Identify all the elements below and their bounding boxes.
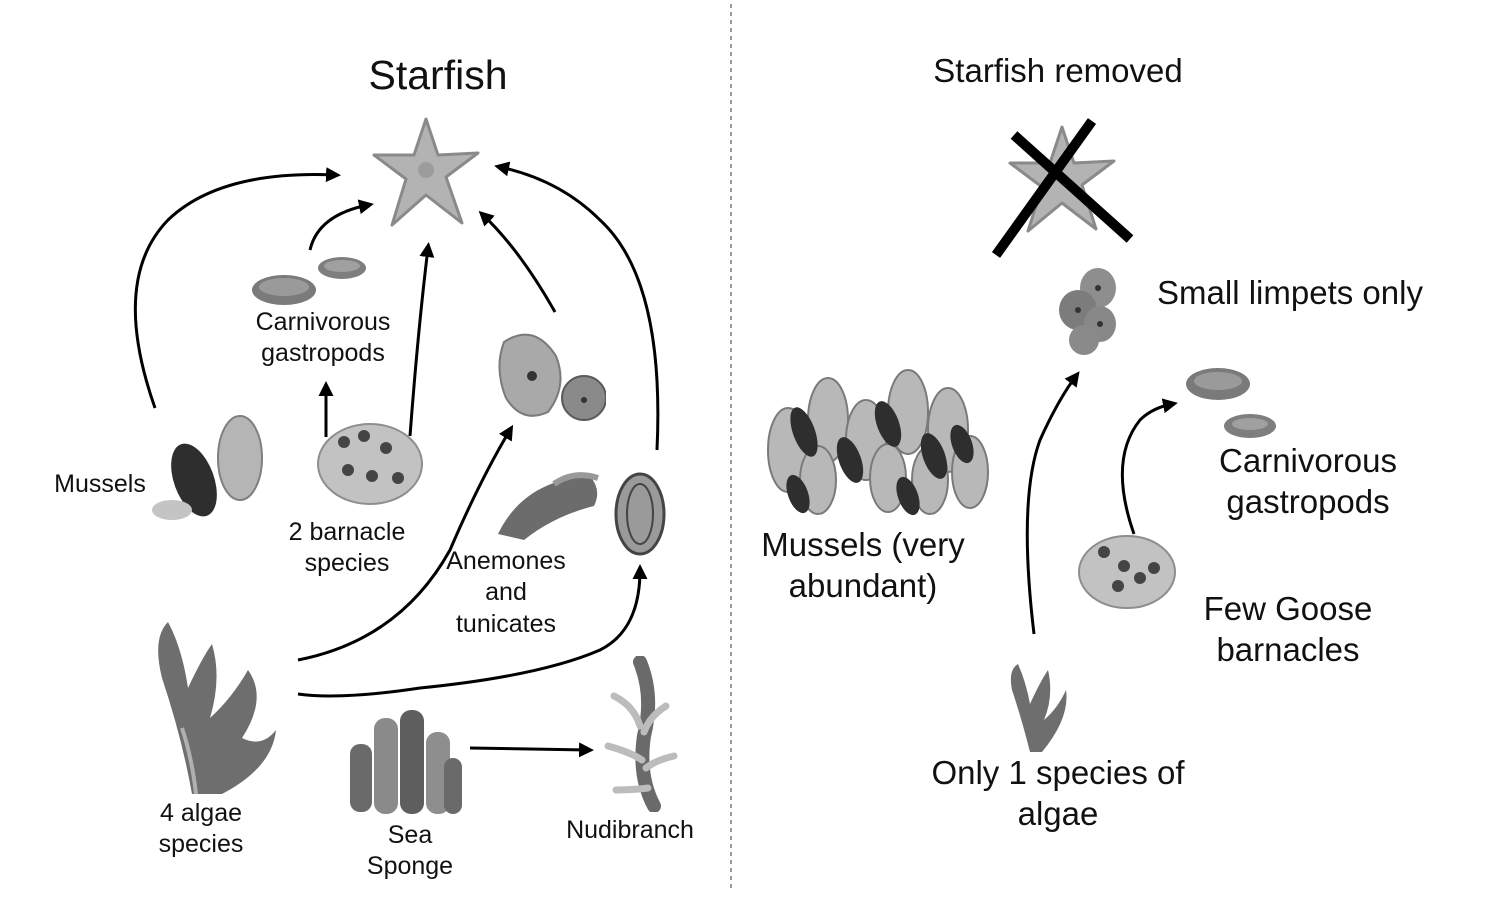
- arrow-algae-to-small-limpets: [1025, 371, 1080, 635]
- right-gastropods-illustration: [1182, 360, 1282, 442]
- starfish-illustration: [370, 115, 482, 230]
- anemones-illustration: [494, 470, 606, 544]
- single-algae-illustration: [1006, 660, 1070, 754]
- crossed-starfish-illustration: [990, 115, 1136, 261]
- arrow-mussels-to-starfish: [133, 167, 341, 409]
- arrow-algae-to-tunicate: [297, 564, 648, 698]
- arrow-gastropods-to-starfish: [308, 199, 374, 251]
- small-limpets-illustration: [1056, 266, 1120, 358]
- sponge-label: Sea Sponge: [366, 821, 454, 881]
- nudibranch-illustration: [594, 656, 686, 812]
- small-limpets-label: Small limpets only: [1157, 274, 1423, 311]
- starfish-removed-title: Starfish removed: [933, 52, 1183, 89]
- arrow-tunicates-to-starfish: [494, 161, 660, 451]
- mussels-illustration: [152, 414, 264, 526]
- single-algae-label: Only 1 species of algae: [931, 754, 1185, 833]
- arrow-barnacles-to-gastropods-right: [1120, 398, 1178, 535]
- arrow-sponge-to-nudibranch: [469, 742, 594, 758]
- arrow-limpets-to-starfish: [478, 210, 557, 313]
- abundant-mussels-label: Mussels (very abundant): [761, 526, 965, 605]
- nudibranch-label: Nudibranch: [566, 816, 694, 844]
- gastropods-illustration: [248, 250, 370, 310]
- goose-barnacles-label: Few Goose barnacles: [1203, 590, 1373, 669]
- starfish-title: Starfish: [368, 52, 508, 98]
- arrow-barnacles-to-starfish: [408, 242, 435, 437]
- tunicate-illustration: [610, 470, 668, 558]
- sponge-illustration: [344, 704, 466, 816]
- barnacles-illustration: [314, 418, 426, 510]
- anemones-label: Anemones and tunicates: [446, 547, 566, 638]
- carnivorous-gastropods-label: Carnivorous gastropods: [255, 308, 391, 368]
- algae-illustration: [152, 618, 280, 796]
- arrow-algae-to-limpets: [297, 424, 514, 662]
- barnacles-label: 2 barnacle species: [288, 518, 406, 578]
- algae-label: 4 algae species: [158, 799, 244, 859]
- abundant-mussels-illustration: [758, 360, 990, 520]
- goose-barnacles-illustration: [1074, 530, 1180, 614]
- mussels-label: Mussels: [54, 470, 146, 498]
- limpets-illustration: [494, 328, 606, 426]
- right-gastropods-label: Carnivorous gastropods: [1219, 442, 1397, 521]
